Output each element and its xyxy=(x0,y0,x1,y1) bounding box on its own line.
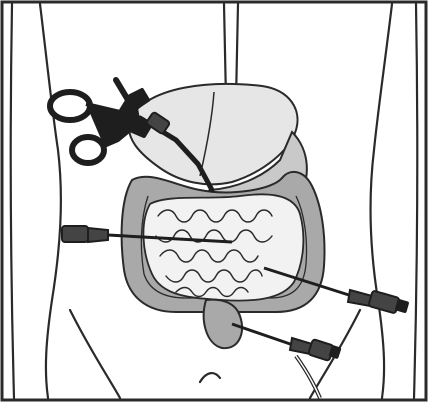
grasper-ring-upper xyxy=(50,92,90,120)
grasper-ring-lower xyxy=(72,137,104,163)
